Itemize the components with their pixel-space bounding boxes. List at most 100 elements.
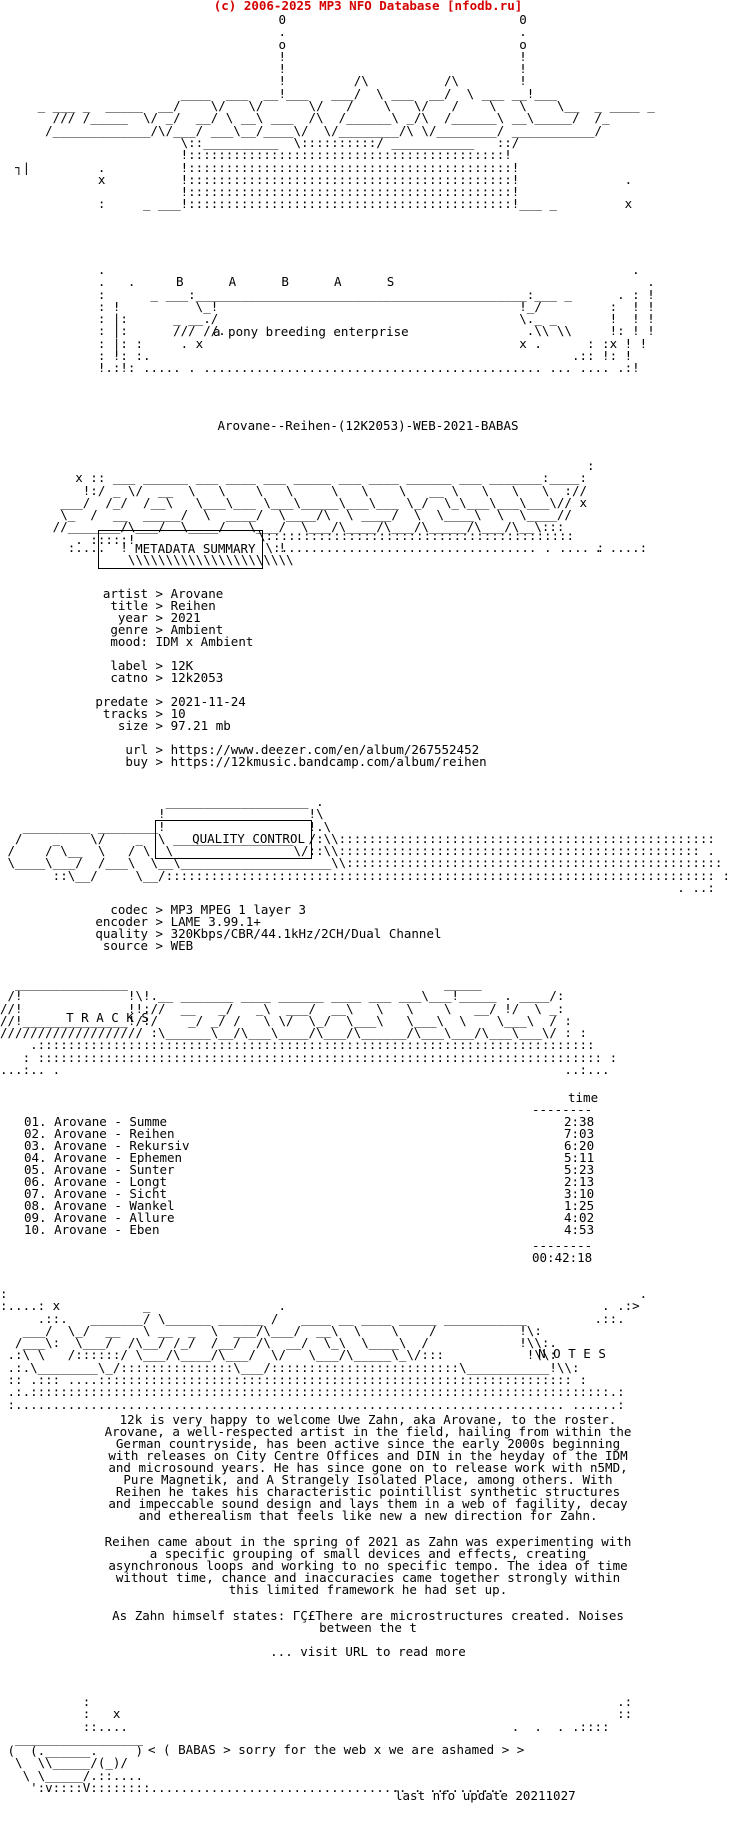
- metadata-key: buy: [125, 754, 148, 769]
- track-name: Arovane - Sunter: [54, 1162, 175, 1177]
- track-row: 08. Arovane - Wankel: [24, 1198, 175, 1213]
- track-name: Arovane - Longt: [54, 1174, 167, 1189]
- track-time: 1:25: [564, 1198, 595, 1213]
- track-number: 01.: [24, 1114, 47, 1129]
- frame-art: . . . . . : _ ___:_____________: [97, 262, 655, 376]
- metadata-value: 10: [170, 706, 186, 721]
- metadata-value: Reihen: [170, 598, 216, 613]
- quality-key: encoder: [95, 914, 148, 929]
- deezer-link[interactable]: https://www.deezer.com/en/album/26755245…: [170, 742, 480, 757]
- read-more-text: ... visit URL to read more: [270, 1644, 466, 1659]
- quality-title: QUALITY CONTROL: [192, 831, 305, 847]
- copyright-banner: (c) 2006-2025 MP3 NFO Database [nfodb.ru…: [213, 0, 523, 13]
- notes-line: with releases on City Centre Offices and…: [108, 1448, 628, 1463]
- quality-source-row: source > WEB: [0, 938, 194, 953]
- tracks-title: T R A C K S: [66, 1010, 149, 1026]
- track-time: 4:53: [564, 1222, 595, 1237]
- time-header-rule: --------: [532, 1102, 593, 1117]
- metadata-key: genre: [110, 622, 148, 637]
- track-time: 6:20: [564, 1138, 595, 1153]
- metadata-size-row: size > 97.21 mb: [0, 718, 231, 733]
- tracks-header-art: _______________ _____ /! !\!.__ _______ …: [0, 976, 618, 1078]
- track-row: 10. Arovane - Eben: [24, 1222, 160, 1237]
- metadata-key: predate: [95, 694, 148, 709]
- metadata-title-row: title > Reihen: [0, 598, 216, 613]
- track-name: Arovane - Allure: [54, 1210, 175, 1225]
- track-number: 07.: [24, 1186, 47, 1201]
- quality-key: source: [102, 938, 148, 953]
- tracks-section-title: T R A C K S: [36, 1000, 149, 1037]
- quality-value: LAME 3.99.1+: [170, 914, 261, 929]
- track-time: 4:02: [564, 1210, 595, 1225]
- track-number: 02.: [24, 1126, 47, 1141]
- track-row: 02. Arovane - Reihen: [24, 1126, 175, 1141]
- notes-line: a specific grouping of small devices and…: [149, 1546, 587, 1561]
- notes-line: Arovane, a well-respected artist in the …: [104, 1424, 632, 1439]
- notes-line: Reihen came about in the spring of 2021 …: [104, 1534, 632, 1549]
- tagline: a pony breeding enterprise: [213, 324, 409, 339]
- track-number: 08.: [24, 1198, 47, 1213]
- metadata-year-row: year > 2021: [0, 610, 201, 625]
- track-time: 3:10: [564, 1186, 595, 1201]
- quality-encoder-row: encoder > LAME 3.99.1+: [0, 914, 261, 929]
- track-name: Arovane - Reihen: [54, 1126, 175, 1141]
- notes-header-art: : . :....: x _ . . .:> .::. _______/ \__…: [0, 1286, 648, 1412]
- notes-line: Pure Magnetik, and A Strangely Isolated …: [123, 1472, 613, 1487]
- group-letters: B A B A S: [176, 274, 395, 289]
- metadata-catno-row: catno > 12k2053: [0, 670, 224, 685]
- notes-line: German countryside, has been active sinc…: [115, 1436, 621, 1451]
- metadata-value: 12K: [170, 658, 194, 673]
- track-row: 06. Arovane - Longt: [24, 1174, 167, 1189]
- track-name: Arovane - Eben: [54, 1222, 160, 1237]
- notes-line: and etherealism that feels like new a ne…: [138, 1508, 598, 1523]
- quality-value: WEB: [170, 938, 194, 953]
- metadata-key: year: [117, 610, 148, 625]
- track-name: Arovane - Wankel: [54, 1198, 175, 1213]
- metadata-key: url: [125, 742, 148, 757]
- metadata-genre-row: genre > Ambient: [0, 622, 224, 637]
- quality-key: codec: [110, 902, 148, 917]
- track-row: 01. Arovane - Summe: [24, 1114, 167, 1129]
- track-time: 2:13: [564, 1174, 595, 1189]
- metadata-value: 2021: [170, 610, 201, 625]
- notes-line: As Zahn himself states: ΓÇ£There are mic…: [112, 1608, 624, 1623]
- metadata-value: IDM x Ambient: [155, 634, 254, 649]
- total-rule: --------: [532, 1238, 593, 1253]
- track-name: Arovane - Ephemen: [54, 1150, 183, 1165]
- metadata-value: Ambient: [170, 622, 224, 637]
- track-name: Arovane - Rekursiv: [54, 1138, 190, 1153]
- metadata-value: 97.21 mb: [170, 718, 231, 733]
- metadata-value: 12k2053: [170, 670, 224, 685]
- bandcamp-link[interactable]: https://12kmusic.bandcamp.com/album/reih…: [170, 754, 487, 769]
- track-time: 7:03: [564, 1126, 595, 1141]
- track-number: 10.: [24, 1222, 47, 1237]
- metadata-url-row: url > https://www.deezer.com/en/album/26…: [0, 742, 480, 757]
- notes-line: Reihen he takes his characteristic point…: [115, 1484, 621, 1499]
- track-time: 2:38: [564, 1114, 595, 1129]
- notes-title: N O T E S: [538, 1346, 606, 1362]
- notes-section-title: N O T E S: [508, 1336, 606, 1373]
- metadata-section-title: METADATA SUMMARY: [98, 530, 263, 569]
- quality-key: quality: [95, 926, 148, 941]
- track-number: 04.: [24, 1150, 47, 1165]
- quality-codec-row: codec > MP3 MPEG 1 layer 3: [0, 902, 306, 917]
- metadata-value: Arovane: [170, 586, 224, 601]
- track-name: Arovane - Sicht: [54, 1186, 167, 1201]
- total-time: 00:42:18: [532, 1250, 593, 1265]
- track-name: Arovane - Summe: [54, 1114, 167, 1129]
- metadata-buy-row: buy > https://12kmusic.bandcamp.com/albu…: [0, 754, 487, 769]
- metadata-mood-row: mood: IDM x Ambient: [0, 634, 254, 649]
- metadata-key: catno: [110, 670, 148, 685]
- track-row: 03. Arovane - Rekursiv: [24, 1138, 190, 1153]
- quality-value: 320Kbps/CBR/44.1kHz/2CH/Dual Channel: [170, 926, 442, 941]
- metadata-header-art: : x :: ___ ______ ___ ____ ___ _____ ___…: [52, 458, 595, 547]
- track-number: 06.: [24, 1174, 47, 1189]
- metadata-header-under: :.... ! ! . ....: \\\\\\\\\\\\\\\\\\\\\\: [67, 540, 648, 568]
- track-row: 05. Arovane - Sunter: [24, 1162, 175, 1177]
- notes-line: between the t: [319, 1620, 417, 1635]
- notes-line: and impeccable sound design and lays the…: [108, 1496, 628, 1511]
- track-time: 5:11: [564, 1150, 595, 1165]
- track-row: 04. Arovane - Ephemen: [24, 1150, 183, 1165]
- quality-quality-row: quality > 320Kbps/CBR/44.1kHz/2CH/Dual C…: [0, 926, 442, 941]
